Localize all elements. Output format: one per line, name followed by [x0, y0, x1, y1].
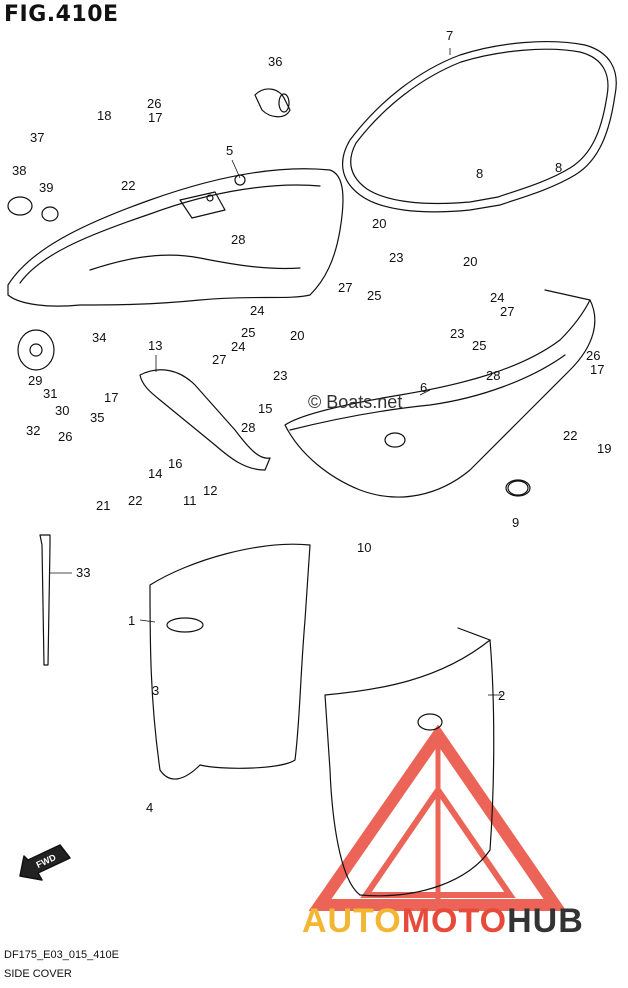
part-plug — [505, 479, 531, 497]
brand-hub: HUB — [507, 902, 584, 940]
callout-label: 31 — [43, 386, 57, 401]
callout-label: 27 — [212, 352, 226, 367]
callout-label: 23 — [450, 326, 464, 341]
callout-label: 35 — [90, 410, 104, 425]
callout-label: 11 — [183, 493, 197, 508]
callout-label: 10 — [357, 540, 371, 555]
callout-label: 13 — [148, 338, 162, 353]
callout-label: 22 — [128, 493, 142, 508]
callout-label: 17 — [148, 110, 162, 125]
callout-label: 32 — [26, 423, 40, 438]
brand-moto: MOTO — [401, 902, 508, 940]
callout-label: 33 — [76, 565, 90, 580]
callout-label: 17 — [104, 390, 118, 405]
callout-label: 39 — [39, 180, 53, 195]
callout-label: 28 — [231, 232, 245, 247]
callout-label: 19 — [597, 441, 611, 456]
callout-label: 1 — [128, 613, 135, 628]
callout-label: 26 — [586, 348, 600, 363]
callout-label: 15 — [258, 401, 272, 416]
part-right-side-cover — [284, 289, 596, 498]
callout-label: 28 — [241, 420, 255, 435]
part-lower-bracket — [139, 369, 271, 471]
callout-label: 5 — [226, 143, 233, 158]
callout-label: 12 — [203, 483, 217, 498]
callout-label: 24 — [231, 339, 245, 354]
callout-label: 17 — [590, 362, 604, 377]
figure-subtitle: SIDE COVER — [4, 968, 72, 980]
callout-label: 27 — [500, 304, 514, 319]
callout-label: 36 — [268, 54, 282, 69]
brand-logo-triangle — [308, 724, 567, 911]
brand-wordmark: AUTOMOTOHUB — [302, 902, 584, 941]
callout-label: 21 — [96, 498, 110, 513]
callout-label: 25 — [241, 325, 255, 340]
brand-auto: AUTO — [302, 902, 402, 940]
part-grommet-small — [7, 196, 59, 222]
callout-label: 29 — [28, 373, 42, 388]
part-lower-side-cover-left — [149, 543, 311, 780]
callout-label: 20 — [372, 216, 386, 231]
callout-label: 8 — [476, 166, 483, 181]
callout-label: 27 — [338, 280, 352, 295]
callout-label: 4 — [146, 800, 153, 815]
callout-label: 7 — [446, 28, 453, 43]
callout-label: 8 — [555, 160, 562, 175]
callout-label: 9 — [512, 515, 519, 530]
callout-label: 24 — [490, 290, 504, 305]
part-strap — [39, 534, 51, 666]
part-upper-side-cover — [7, 168, 344, 307]
part-cap — [17, 329, 55, 371]
callout-label: 3 — [152, 683, 159, 698]
callout-label: 30 — [55, 403, 69, 418]
callout-label: 24 — [250, 303, 264, 318]
callout-label: 23 — [389, 250, 403, 265]
figure-code: DF175_E03_015_410E — [4, 949, 119, 961]
callout-label: 34 — [92, 330, 106, 345]
callout-label: 25 — [367, 288, 381, 303]
callout-label: 16 — [168, 456, 182, 471]
part-grommet — [254, 88, 291, 118]
figure-title: FIG.410E — [4, 2, 119, 27]
callout-label: 23 — [273, 368, 287, 383]
callout-label: 25 — [472, 338, 486, 353]
fwd-arrow-icon — [19, 844, 71, 881]
callout-label: 22 — [121, 178, 135, 193]
callout-label: 2 — [498, 688, 505, 703]
callout-label: 38 — [12, 163, 26, 178]
callout-label: 20 — [463, 254, 477, 269]
watermark-boats-net: © Boats.net — [308, 392, 403, 412]
callout-label: 6 — [420, 380, 427, 395]
callout-label: 20 — [290, 328, 304, 343]
callout-label: 22 — [563, 428, 577, 443]
callout-label: 14 — [148, 466, 162, 481]
callout-label: 26 — [58, 429, 72, 444]
callout-label: 18 — [97, 108, 111, 123]
callout-label: 37 — [30, 130, 44, 145]
callout-label: 26 — [147, 96, 161, 111]
callout-label: 28 — [486, 368, 500, 383]
part-seal-ring — [342, 40, 617, 213]
part-lower-side-cover-right — [324, 627, 495, 897]
